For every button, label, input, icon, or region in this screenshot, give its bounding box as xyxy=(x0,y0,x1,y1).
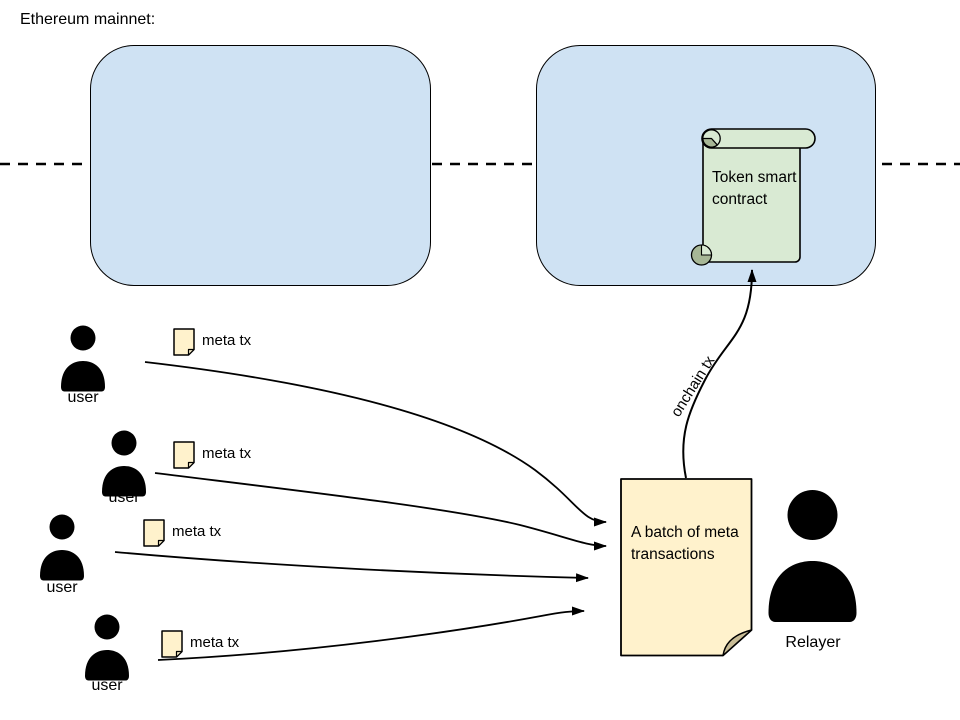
user3-to-batch-arrow xyxy=(114,551,589,583)
batch-doc-icon xyxy=(620,478,753,657)
meta-tx-label: meta tx xyxy=(202,332,252,349)
meta-tx-doc-icon xyxy=(173,328,195,356)
meta-tx-doc-icon xyxy=(143,519,165,547)
relayer-label: Relayer xyxy=(785,634,841,651)
mainnet-block-left xyxy=(90,45,431,286)
user-icon xyxy=(85,614,129,681)
user1-to-batch-arrow xyxy=(144,361,607,527)
user-icon xyxy=(40,514,84,581)
token-contract-label: Token smart contract xyxy=(712,169,797,208)
token-contract-scroll-icon xyxy=(690,128,816,266)
meta-tx-label: meta tx xyxy=(190,634,240,651)
meta-tx-label: meta tx xyxy=(172,523,222,540)
meta-tx-doc-icon xyxy=(161,630,183,658)
user-label: user xyxy=(67,389,99,406)
user-label: user xyxy=(91,677,123,694)
user2-to-batch-arrow xyxy=(154,472,607,551)
user-icon xyxy=(102,430,146,497)
user-label: user xyxy=(46,579,78,596)
batch-label: A batch of meta transactions xyxy=(631,524,739,563)
user-icon xyxy=(61,325,105,392)
meta-tx-doc-icon xyxy=(173,441,195,469)
onchain-tx-label: onchain tx xyxy=(667,353,719,421)
meta-tx-label: meta tx xyxy=(202,445,252,462)
page-title: Ethereum mainnet: xyxy=(20,11,156,28)
relayer-icon xyxy=(768,490,857,622)
user-label: user xyxy=(108,489,140,506)
